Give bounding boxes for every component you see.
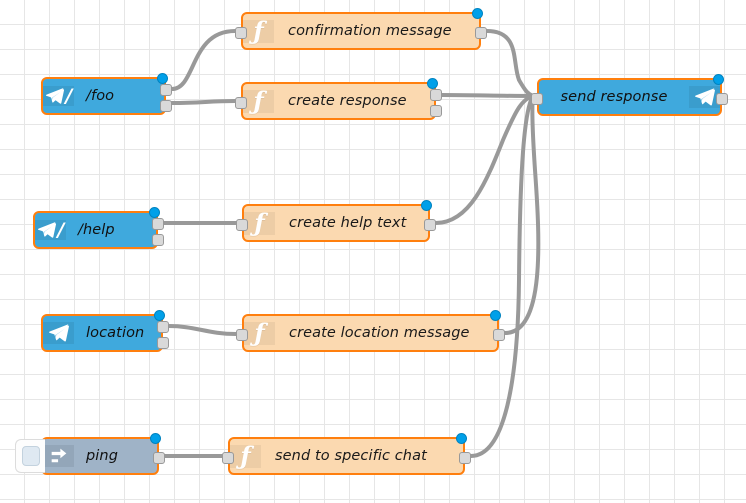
wire[interactable] [170, 99, 237, 105]
node-status-dot [150, 433, 161, 444]
node-status-dot [421, 200, 432, 211]
telegram-slash-icon: / [37, 220, 64, 240]
input-port[interactable] [531, 93, 543, 105]
node-foo-command[interactable]: / /foo [41, 73, 172, 115]
output-port[interactable] [716, 93, 728, 105]
output-port[interactable] [157, 337, 169, 349]
telegram-icon [48, 322, 70, 344]
node-label: create location message [289, 325, 470, 341]
function-f-icon: ƒ [253, 15, 264, 45]
node-location-trigger[interactable]: location [41, 310, 169, 352]
node-icon-container [43, 322, 74, 344]
node-ping-inject[interactable]: ping [15, 433, 165, 475]
output-port[interactable] [493, 329, 505, 341]
node-label: create response [288, 93, 407, 109]
output-port[interactable] [152, 234, 164, 246]
node-body: ƒ create location message [244, 316, 497, 350]
inject-button[interactable] [15, 439, 45, 473]
node-label: send to specific chat [275, 448, 427, 464]
telegram-icon [694, 86, 716, 108]
node-icon-container [43, 445, 74, 467]
node-body: location [43, 316, 161, 350]
node-label: confirmation message [288, 23, 452, 39]
node-label: ping [86, 448, 119, 464]
node-body: ping [43, 439, 157, 473]
wire[interactable] [434, 94, 535, 225]
input-port[interactable] [236, 219, 248, 231]
arrow-right-icon [48, 445, 70, 467]
node-create-response[interactable]: ƒ create response [235, 78, 442, 120]
wire[interactable] [170, 29, 237, 91]
node-body: / /help [35, 213, 156, 247]
function-f-icon: ƒ [254, 317, 265, 347]
input-port[interactable] [236, 329, 248, 341]
node-status-dot [472, 8, 483, 19]
input-port[interactable] [235, 27, 247, 39]
node-label: /help [78, 222, 115, 238]
node-icon-container: ƒ [243, 15, 274, 45]
wire[interactable] [469, 94, 535, 458]
node-icon-container [689, 86, 720, 108]
input-port[interactable] [222, 452, 234, 464]
wire[interactable] [503, 94, 541, 335]
function-f-icon: ƒ [254, 207, 265, 237]
node-status-dot [157, 73, 168, 84]
node-status-dot [713, 74, 724, 85]
node-icon-container: ƒ [244, 317, 275, 347]
node-create-help-text[interactable]: ƒ create help text [236, 200, 436, 242]
node-body: / /foo [43, 79, 164, 113]
node-label: create help text [289, 215, 407, 231]
node-status-dot [154, 310, 165, 321]
node-confirmation-message[interactable]: ƒ confirmation message [235, 8, 487, 50]
node-icon-container: ƒ [230, 440, 261, 470]
node-icon-container: ƒ [243, 85, 274, 115]
node-status-dot [427, 78, 438, 89]
output-port[interactable] [153, 452, 165, 464]
node-body: ƒ confirmation message [243, 14, 479, 48]
node-label: location [86, 325, 145, 341]
node-label: /foo [86, 88, 115, 104]
output-port[interactable] [430, 105, 442, 117]
node-help-command[interactable]: / /help [33, 207, 164, 249]
input-port[interactable] [235, 97, 247, 109]
wire[interactable] [485, 29, 535, 98]
node-icon-container: / [35, 220, 66, 240]
output-port[interactable] [424, 219, 436, 231]
node-status-dot [149, 207, 160, 218]
node-create-location-message[interactable]: ƒ create location message [236, 310, 505, 352]
node-body: ƒ create response [243, 84, 434, 118]
node-body: send response [539, 80, 720, 114]
output-port[interactable] [157, 321, 169, 333]
telegram-slash-icon: / [45, 86, 72, 106]
output-port[interactable] [160, 84, 172, 96]
function-f-icon: ƒ [240, 440, 251, 470]
inject-button-face[interactable] [21, 446, 40, 466]
node-body: ƒ create help text [244, 206, 428, 240]
node-send-response[interactable]: send response [531, 74, 728, 116]
node-icon-container: ƒ [244, 207, 275, 237]
node-body: ƒ send to specific chat [230, 439, 463, 473]
node-status-dot [490, 310, 501, 321]
output-port[interactable] [459, 452, 471, 464]
wire[interactable] [167, 324, 238, 336]
wire[interactable] [440, 93, 535, 98]
node-status-dot [456, 433, 467, 444]
output-port[interactable] [430, 89, 442, 101]
output-port[interactable] [160, 100, 172, 112]
function-f-icon: ƒ [253, 85, 264, 115]
node-icon-container: / [43, 86, 74, 106]
node-send-to-specific-chat[interactable]: ƒ send to specific chat [222, 433, 471, 475]
node-label: send response [560, 89, 668, 105]
output-port[interactable] [475, 27, 487, 39]
output-port[interactable] [152, 218, 164, 230]
